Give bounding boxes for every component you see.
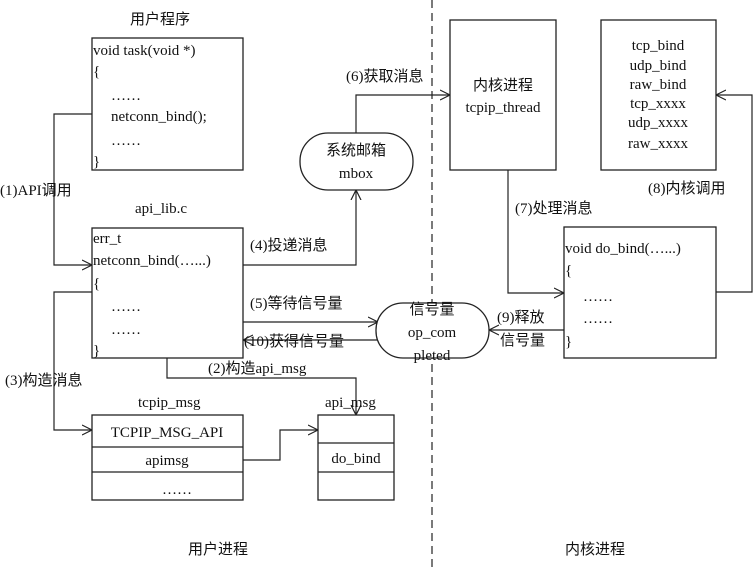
api-lib-title: api_lib.c	[135, 201, 187, 217]
struct-field: do_bind	[331, 451, 381, 467]
code-line: netconn_bind();	[111, 109, 207, 125]
function-name: raw_xxxx	[628, 136, 688, 152]
thread-label: tcpip_thread	[466, 100, 541, 116]
code-line: ……	[111, 322, 141, 338]
kernel-functions-box: tcp_bind udp_bind raw_bind tcp_xxxx udp_…	[600, 19, 717, 171]
arrow-api-call	[53, 113, 92, 265]
task-box: void task(void *) { …… netconn_bind(); ……	[91, 37, 244, 171]
step-8-label: (8)内核调用	[648, 180, 726, 197]
arrow-apimsg-pointer	[243, 430, 318, 461]
code-line: {	[93, 64, 100, 80]
step-9-label: (9)释放	[497, 309, 545, 326]
arrow-fetch-message	[355, 95, 450, 133]
semaphore-node: 信号量 op_com pleted	[375, 301, 490, 364]
code-line: void task(void *)	[93, 43, 196, 59]
code-line: ……	[111, 133, 141, 149]
code-line: {	[93, 276, 100, 292]
code-line: err_t	[93, 231, 122, 247]
arrow-kernel-call	[716, 95, 753, 293]
step-6-label: (6)获取消息	[346, 68, 424, 85]
api-msg-struct: do_bind	[317, 414, 395, 501]
function-name: raw_bind	[630, 77, 687, 93]
user-program-title: 用户程序	[130, 11, 190, 28]
thread-label: 内核进程	[473, 77, 533, 94]
step-7-label: (7)处理消息	[515, 200, 593, 217]
code-line: ……	[111, 299, 141, 315]
step-10-label: (10)获得信号量	[244, 333, 344, 350]
code-line: netconn_bind(…...)	[93, 253, 211, 269]
struct-field: TCPIP_MSG_API	[111, 425, 224, 441]
arrow-build-api-msg	[166, 358, 356, 415]
mailbox-node: 系统邮箱 mbox	[299, 132, 414, 191]
arrow-build-message	[53, 291, 92, 430]
code-line: ……	[583, 311, 613, 327]
arrow-process-message	[507, 170, 564, 293]
api-msg-title: api_msg	[325, 395, 376, 411]
code-line: {	[565, 263, 572, 279]
step-9-label-2: 信号量	[500, 332, 545, 349]
step-5-label: (5)等待信号量	[250, 294, 343, 312]
step-1-label: (1)API调用	[0, 182, 72, 199]
code-line: }	[93, 343, 100, 359]
step-2-label: (2)构造api_msg	[208, 360, 307, 377]
function-name: udp_xxxx	[628, 115, 689, 131]
code-line: }	[565, 334, 572, 350]
kernel-process-label: 内核进程	[565, 541, 625, 558]
do-bind-box: void do_bind(…...) { …… …… }	[563, 226, 717, 359]
semaphore-label: pleted	[414, 348, 451, 364]
function-name: tcp_bind	[632, 38, 685, 54]
function-name: tcp_xxxx	[630, 96, 686, 112]
tcpip-thread-box: 内核进程 tcpip_thread	[449, 19, 557, 171]
step-4-label: (4)投递消息	[250, 237, 328, 254]
netconn-bind-box: err_t netconn_bind(…...) { …… …… }	[91, 227, 244, 359]
struct-field: ……	[162, 482, 192, 498]
mbox-label: 系统邮箱	[326, 142, 386, 159]
semaphore-label: 信号量	[409, 301, 454, 318]
user-process-label: 用户进程	[188, 541, 248, 558]
arrow-post-message	[243, 190, 356, 266]
function-name: udp_bind	[630, 58, 687, 74]
code-line: void do_bind(…...)	[565, 241, 681, 257]
mbox-label: mbox	[339, 166, 374, 182]
tcpip-msg-struct: TCPIP_MSG_API apimsg ……	[91, 414, 244, 501]
struct-field: apimsg	[145, 453, 189, 469]
tcpip-msg-title: tcpip_msg	[138, 395, 201, 411]
code-line: }	[93, 154, 100, 170]
code-line: ……	[583, 289, 613, 305]
step-3-label: (3)构造消息	[5, 372, 83, 389]
code-line: ……	[111, 88, 141, 104]
semaphore-label: op_com	[408, 325, 457, 341]
